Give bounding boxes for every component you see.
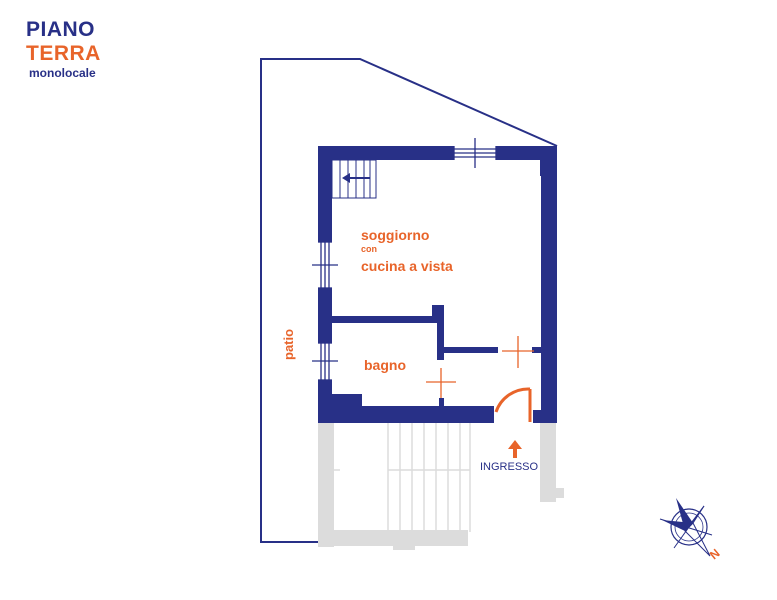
exterior-window	[320, 458, 332, 492]
room-label-living: soggiorno	[361, 227, 429, 243]
title-subtitle: monolocale	[29, 66, 96, 80]
compass-icon	[659, 498, 713, 557]
entrance-door	[494, 387, 532, 422]
title-block: PIANO TERRA monolocale	[26, 18, 101, 80]
room-label-con: con	[361, 244, 377, 254]
walls	[318, 146, 557, 423]
room-label-patio: patio	[281, 329, 296, 360]
title-piano: PIANO	[26, 18, 96, 41]
title-terra: TERRA	[26, 42, 101, 65]
window-left-lower	[312, 342, 338, 381]
room-label-kitchen: cucina a vista	[361, 258, 453, 274]
stairs-arrow-icon	[342, 173, 370, 183]
room-label-bathroom: bagno	[364, 357, 406, 373]
entrance-label: INGRESSO	[480, 461, 539, 473]
window-top	[453, 138, 497, 168]
window-left-upper	[312, 241, 338, 289]
entrance-arrow-icon	[508, 440, 522, 458]
door-marker-kitchen	[502, 336, 534, 368]
door-marker-bathroom	[426, 368, 456, 398]
patio-outline	[260, 58, 558, 543]
exterior-steps	[318, 422, 564, 550]
compass-north-label: N	[707, 546, 723, 562]
exterior-stair-lines	[318, 422, 471, 532]
